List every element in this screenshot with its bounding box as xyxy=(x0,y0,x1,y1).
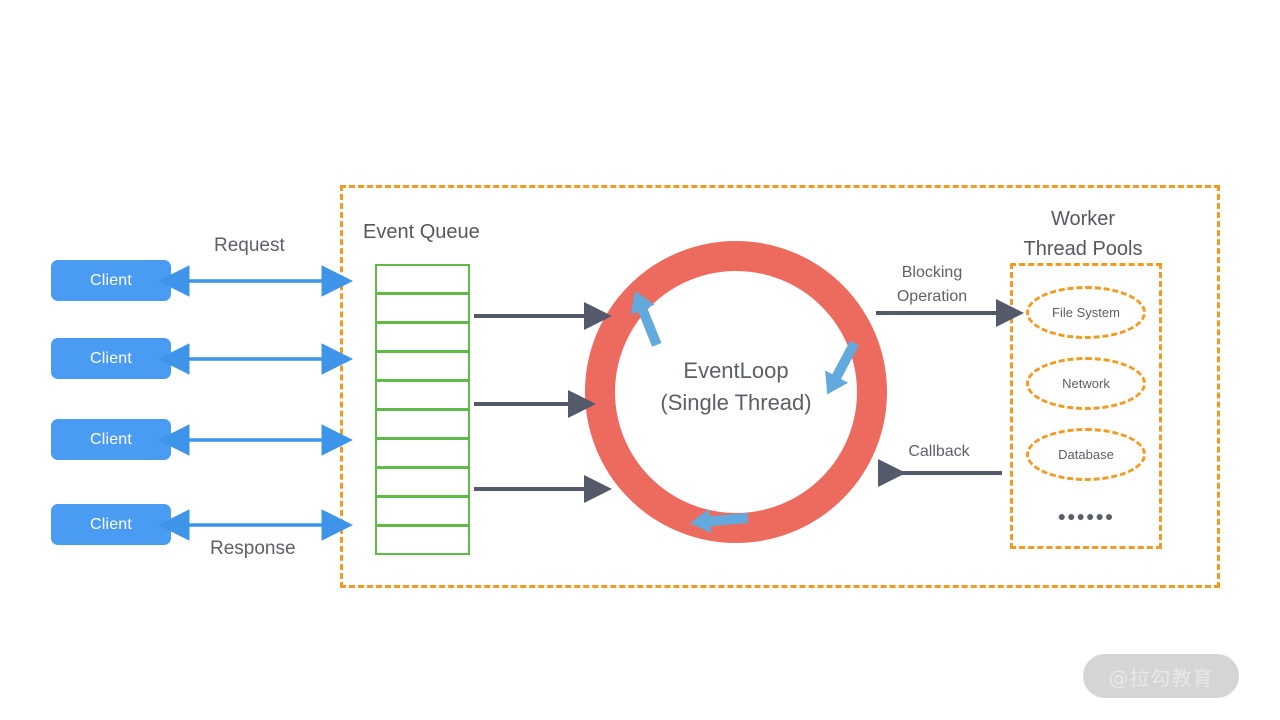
event-queue xyxy=(375,264,470,555)
queue-cell xyxy=(375,525,470,555)
worker-pool-more-dots: ●●●●●● xyxy=(1057,508,1115,524)
client-box-2[interactable]: Client xyxy=(51,338,171,379)
queue-cell xyxy=(375,264,470,294)
request-label: Request xyxy=(214,235,285,256)
worker-pool-label: Database xyxy=(1058,447,1114,462)
rotation-arrow-up xyxy=(630,291,662,347)
rotation-arrow-left xyxy=(690,509,749,534)
blocking-operation-line1: Blocking xyxy=(901,264,963,281)
queue-cell xyxy=(375,293,470,323)
client-box-1[interactable]: Client xyxy=(51,260,171,301)
client-label: Client xyxy=(89,349,133,367)
watermark: @拉勾教育 xyxy=(1083,654,1239,698)
event-queue-title: Event Queue xyxy=(363,221,480,243)
watermark-text: @拉勾教育 xyxy=(1108,665,1214,690)
worker-pool-label: Network xyxy=(1062,376,1110,391)
worker-pools-title-line2: Thread Pools xyxy=(1023,238,1143,260)
queue-cell xyxy=(375,380,470,410)
worker-pools-box xyxy=(1010,263,1162,549)
queue-cell xyxy=(375,351,470,381)
client-label: Client xyxy=(89,430,133,448)
server-boundary-box xyxy=(340,185,1220,588)
worker-pool-label: File System xyxy=(1052,305,1120,320)
blocking-operation-line2: Operation xyxy=(896,288,968,305)
callback-label: Callback xyxy=(908,443,970,460)
worker-pool-network[interactable]: Network xyxy=(1026,357,1146,410)
client-label: Client xyxy=(89,271,133,289)
client-box-3[interactable]: Client xyxy=(51,419,171,460)
worker-pool-file-system[interactable]: File System xyxy=(1026,286,1146,339)
worker-pool-database[interactable]: Database xyxy=(1026,428,1146,481)
worker-pools-title-line1: Worker xyxy=(1050,208,1116,230)
rotation-arrow-down xyxy=(825,340,859,395)
queue-cell xyxy=(375,409,470,439)
queue-cell xyxy=(375,322,470,352)
event-loop-line2: (Single Thread) xyxy=(660,390,812,415)
queue-cell xyxy=(375,438,470,468)
worker-pools-title: Worker Thread Pools xyxy=(963,204,1203,264)
queue-cell xyxy=(375,467,470,497)
event-loop-text: EventLoop (Single Thread) xyxy=(585,355,887,419)
event-loop-ring xyxy=(585,241,887,543)
client-label: Client xyxy=(89,515,133,533)
response-label: Response xyxy=(210,538,296,559)
event-loop-line1: EventLoop xyxy=(683,358,789,383)
queue-cell xyxy=(375,496,470,526)
client-box-4[interactable]: Client xyxy=(51,504,171,545)
blocking-operation-label: Blocking Operation xyxy=(852,261,1012,309)
